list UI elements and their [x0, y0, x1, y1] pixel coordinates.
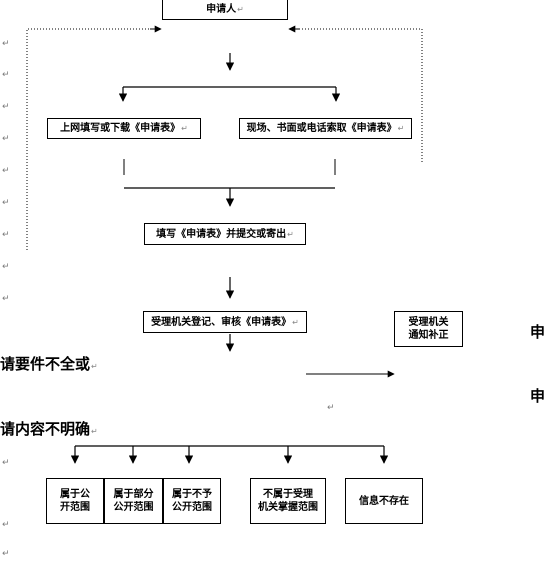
- register-review-box: 受理机关登记、审核《申请表》↵: [143, 311, 307, 333]
- dotted-return-left: [26, 28, 160, 250]
- download-form-label: 上网填写或下载《申请表》: [60, 123, 181, 134]
- submit-form-box: 填写《申请表》并提交或寄出↵: [144, 223, 306, 245]
- result-not-exist-box: 信息不存在: [345, 478, 423, 524]
- applicant-label: 申请人: [206, 3, 237, 15]
- return-mark: ↵: [2, 166, 10, 176]
- return-mark: ↵: [2, 549, 10, 559]
- result-not-in-scope-line1: 不属于受理: [263, 489, 313, 500]
- obtain-form-label: 现场、书面或电话索取《申请表》: [246, 123, 397, 134]
- result-public-line2: 开范围: [60, 502, 90, 513]
- result-not-public-line1: 属于不予: [172, 489, 212, 500]
- result-not-in-scope-box: 不属于受理 机关掌握范围: [250, 478, 326, 524]
- register-review-label: 受理机关登记、审核《申请表》: [151, 316, 292, 328]
- notify-correction-line2: 通知补正: [408, 330, 449, 341]
- return-mark: ↵: [2, 70, 10, 80]
- result-partial-box: 属于部分 公开范围: [104, 478, 163, 524]
- submit-form-label: 填写《申请表》并提交或寄出: [156, 228, 287, 240]
- result-public-box: 属于公 开范围: [46, 478, 104, 524]
- download-form-box: 上网填写或下载《申请表》↵: [47, 118, 201, 139]
- return-mark: ↵: [2, 39, 10, 49]
- dotted-return-right: [290, 28, 423, 162]
- side-text-left-2: 请内容不明确↵: [0, 420, 98, 438]
- result-not-in-scope-line2: 机关掌握范围: [258, 502, 318, 513]
- result-not-exist-label: 信息不存在: [359, 495, 409, 507]
- obtain-form-box: 现场、书面或电话索取《申请表》↵: [239, 118, 412, 139]
- return-mark: ↵: [2, 262, 10, 272]
- return-mark: ↵: [2, 198, 10, 208]
- return-mark: ↵: [2, 520, 10, 530]
- result-not-public-box: 属于不予 公开范围: [163, 478, 221, 524]
- return-mark: ↵: [2, 102, 10, 112]
- return-mark: ↵: [2, 294, 10, 304]
- notify-correction-box: 受理机关 通知补正: [394, 311, 463, 347]
- side-text-right-2: 申: [530, 387, 546, 405]
- applicant-box: 申请人↵: [162, 0, 288, 20]
- return-mark: ↵: [2, 458, 10, 468]
- side-text-right-1: 申: [530, 323, 546, 341]
- result-partial-line2: 公开范围: [113, 502, 154, 513]
- result-not-public-line2: 公开范围: [172, 502, 212, 513]
- return-mark: ↵: [2, 230, 10, 240]
- notify-correction-line1: 受理机关: [408, 317, 449, 328]
- return-mark: ↵: [327, 403, 335, 413]
- result-partial-line1: 属于部分: [113, 489, 154, 500]
- return-mark: ↵: [2, 134, 10, 144]
- side-text-left-1: 请要件不全或↵: [0, 355, 98, 373]
- result-public-line1: 属于公: [60, 489, 90, 500]
